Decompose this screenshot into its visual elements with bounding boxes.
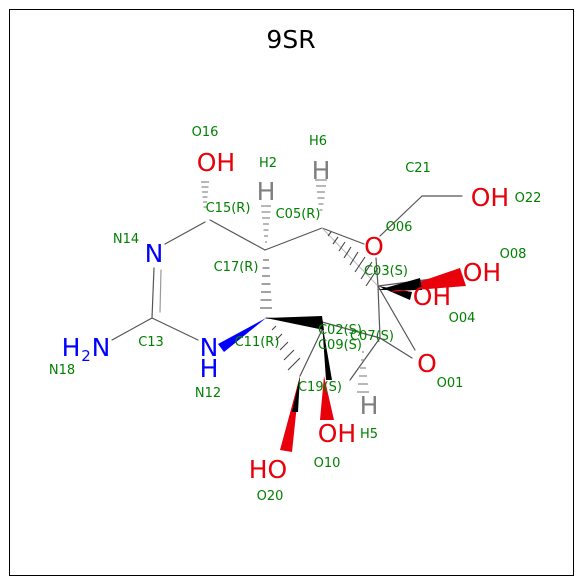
hash-c07-h5 [357,351,369,393]
wedge-c19-o20 [280,376,300,452]
label-o10: O10 [314,456,341,471]
label-c13: C13 [138,335,164,350]
label-h2: H2 [259,156,277,171]
bond-o06-c21 [379,195,423,237]
hash-c15-o16 [201,181,209,208]
bond-o06-c03 [375,257,379,287]
label-n14: N14 [113,232,139,247]
diagram-title: 9SR [266,25,315,54]
bond-c07-c19 [349,337,381,381]
atom-o01: O [417,349,437,378]
atom-n18-n: N [92,333,111,362]
atom-labels: O16 H6 H2 C21 C15(R) C05(R) O22 O06 N14 … [49,125,542,504]
label-o06: O06 [386,220,413,235]
label-c09: C09(S) [318,338,362,353]
label-h5: H5 [360,427,378,442]
bond-c03-c07 [377,285,381,339]
label-o08: O08 [500,247,527,262]
wedge-c09-o10 [320,376,334,420]
label-c07: C07(S) [350,329,394,344]
atom-o04: OH [413,282,451,311]
bond-c15-c17 [209,219,266,251]
wedge-c03-o08-black [378,278,422,290]
bond-n14-c15 [164,221,206,245]
hash-c05-h6 [315,179,327,211]
bond-c13-n14-a [151,267,155,319]
atom-o20: HO [249,455,287,484]
atom-o10: OH [318,419,356,448]
atom-o22: OH [471,183,509,212]
atom-o08: OH [463,258,501,287]
label-o01: O01 [437,376,464,391]
atom-symbols: OH H H OH O OH OH N N H H 2 N O H OH HO [62,148,510,484]
atom-n14: N [145,239,164,268]
label-o20: O20 [257,489,284,504]
bond-c09-c19 [299,329,323,377]
wedge-bonds [218,268,466,452]
label-c21: C21 [405,161,431,176]
bond-c05-c03 [321,227,379,287]
wedge-c11-c02-black [266,316,324,330]
label-h6: H6 [309,134,327,149]
wedge-c11-n12 [218,318,266,352]
atom-n18-sub: 2 [81,347,91,365]
atom-n12: N [200,333,219,362]
hash-c11-c19 [271,325,301,371]
bond-c03-o01 [377,285,416,351]
hash-c17-h2 [261,205,271,243]
label-c19: C19(S) [298,380,342,395]
bond-c05-o06 [321,227,365,245]
label-c02: C02(S) [318,323,362,338]
label-c03: C03(S) [364,264,408,279]
hashed-bonds [201,179,379,393]
label-o16: O16 [192,125,219,140]
hash-c17-c11 [260,259,272,309]
wedge-c19-black [292,376,300,412]
label-n12: N12 [195,386,221,401]
atom-o16: OH [197,148,235,177]
label-o04: O04 [449,311,476,326]
bond-c13-n12 [151,317,199,341]
bond-c17-c05 [264,227,323,251]
atom-n18-h: H [62,333,81,362]
atom-o06: O [364,232,384,261]
diagram-frame [9,9,574,576]
bond-c02-c07 [321,321,381,339]
bond-c13-n14-b [159,269,162,313]
atom-h2: H [257,177,276,206]
label-c05: C05(R) [276,207,321,222]
wedge-c02-c09 [322,322,332,380]
label-o22: O22 [515,191,542,206]
bond-c07-o01 [379,337,413,359]
hash-c05-c03 [327,231,379,287]
atom-h5: H [360,391,379,420]
label-n18: N18 [49,363,75,378]
atom-n12-h: H [200,354,219,383]
atom-h6: H [312,156,331,185]
label-c17: C17(R) [214,260,259,275]
label-c15: C15(R) [206,201,251,216]
bond-c13-n18 [111,317,153,341]
label-c11: C11(R) [235,335,280,350]
